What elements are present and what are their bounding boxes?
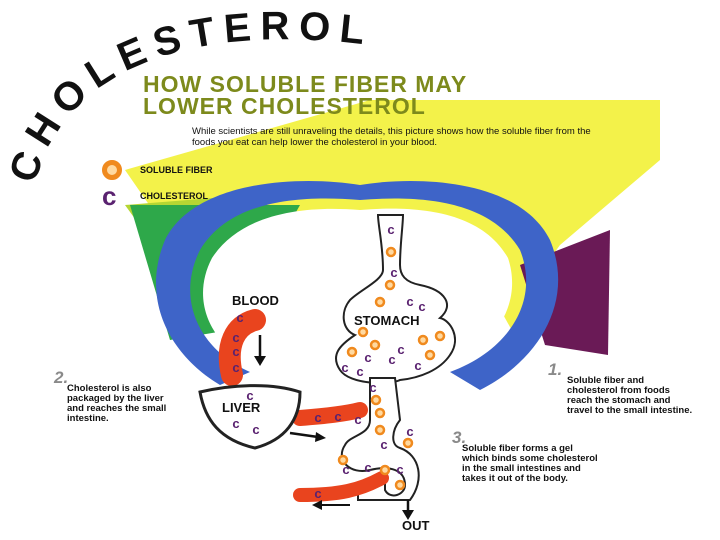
cholesterol-particle: c: [380, 437, 387, 452]
cholesterol-particle: c: [406, 294, 413, 309]
soluble-fiber-particle: [434, 330, 446, 342]
legend-cholesterol: CHOLESTEROL: [140, 191, 209, 201]
soluble-fiber-particle: [346, 346, 358, 358]
cholesterol-particle: c: [252, 422, 259, 437]
cholesterol-particle: c: [390, 265, 397, 280]
title-line-2: LOWER CHOLESTEROL: [143, 93, 426, 119]
blood-label: BLOOD: [232, 293, 279, 308]
cholesterol-particle: c: [314, 410, 321, 425]
step-3-text: Soluble fiber forms a gel which binds so…: [462, 442, 598, 484]
artery-out-left: [293, 471, 389, 502]
step-2-text: Cholesterol is also packaged by the live…: [67, 382, 167, 424]
cholesterol-particle: c: [364, 460, 371, 475]
step-3-number: 3.: [452, 428, 467, 447]
soluble-fiber-particle: [379, 464, 391, 476]
stomach-label: STOMACH: [354, 313, 420, 328]
soluble-fiber-particle: [402, 437, 414, 449]
cholesterol-particle: c: [406, 424, 413, 439]
soluble-fiber-particle: [385, 246, 397, 258]
cholesterol-particle: c: [396, 462, 403, 477]
arrowhead-back: [312, 500, 322, 510]
soluble-fiber-particle: [337, 454, 349, 466]
cholesterol-particle: c: [334, 409, 341, 424]
soluble-fiber-particle: [374, 407, 386, 419]
cholesterol-icon: c: [102, 181, 117, 211]
out-label: OUT: [402, 518, 430, 533]
cholesterol-particle: c: [236, 310, 243, 325]
soluble-fiber-particle: [384, 279, 396, 291]
soluble-fiber-particle: [357, 326, 369, 338]
cholesterol-particle: c: [418, 299, 425, 314]
soluble-fiber-icon: [102, 160, 122, 180]
artery-liver-to-intestine: [292, 402, 368, 426]
cholesterol-particle: c: [369, 380, 376, 395]
soluble-fiber-particle: [370, 394, 382, 406]
cholesterol-particle: c: [246, 388, 253, 403]
soluble-fiber-particle: [369, 339, 381, 351]
arrowhead-liver: [315, 432, 326, 442]
cholesterol-particle: c: [314, 486, 321, 501]
step-1-number: 1.: [548, 360, 563, 379]
cholesterol-particle: c: [342, 462, 349, 477]
soluble-fiber-particle: [374, 424, 386, 436]
cholesterol-particle: c: [388, 352, 395, 367]
step-2-number: 2.: [54, 368, 69, 387]
soluble-fiber-particle: [424, 349, 436, 361]
arrow-liver-to-intestine: [289, 431, 319, 439]
cholesterol-particle: c: [232, 360, 239, 375]
cholesterol-particle: c: [232, 416, 239, 431]
arrowhead-out: [402, 510, 414, 520]
cholesterol-particle: c: [364, 350, 371, 365]
liver-label: LIVER: [222, 400, 261, 415]
cholesterol-particle: c: [356, 364, 363, 379]
cholesterol-particle: c: [341, 360, 348, 375]
step-1-text: Soluble fiber and cholesterol from foods…: [567, 374, 693, 416]
small-intestine: [340, 377, 420, 501]
soluble-fiber-particle: [417, 334, 429, 346]
legend-soluble-fiber: SOLUBLE FIBER: [140, 165, 213, 175]
cholesterol-particle: c: [387, 222, 394, 237]
title-line-1: HOW SOLUBLE FIBER MAY: [143, 71, 468, 97]
cholesterol-particle: c: [397, 342, 404, 357]
page-title: HOW SOLUBLE FIBER MAY LOWER CHOLESTEROL: [143, 71, 468, 119]
cholesterol-particle: c: [354, 412, 361, 427]
intro-text: While scientists are still unraveling th…: [192, 126, 591, 148]
cholesterol-particle: c: [232, 330, 239, 345]
soluble-fiber-particle: [394, 479, 406, 491]
cholesterol-particle: c: [414, 358, 421, 373]
soluble-fiber-particle: [374, 296, 386, 308]
artery-blood-down: [218, 309, 266, 386]
arrowhead-blood: [254, 356, 266, 366]
cholesterol-particle: c: [232, 344, 239, 359]
liver-organ: [198, 384, 302, 450]
